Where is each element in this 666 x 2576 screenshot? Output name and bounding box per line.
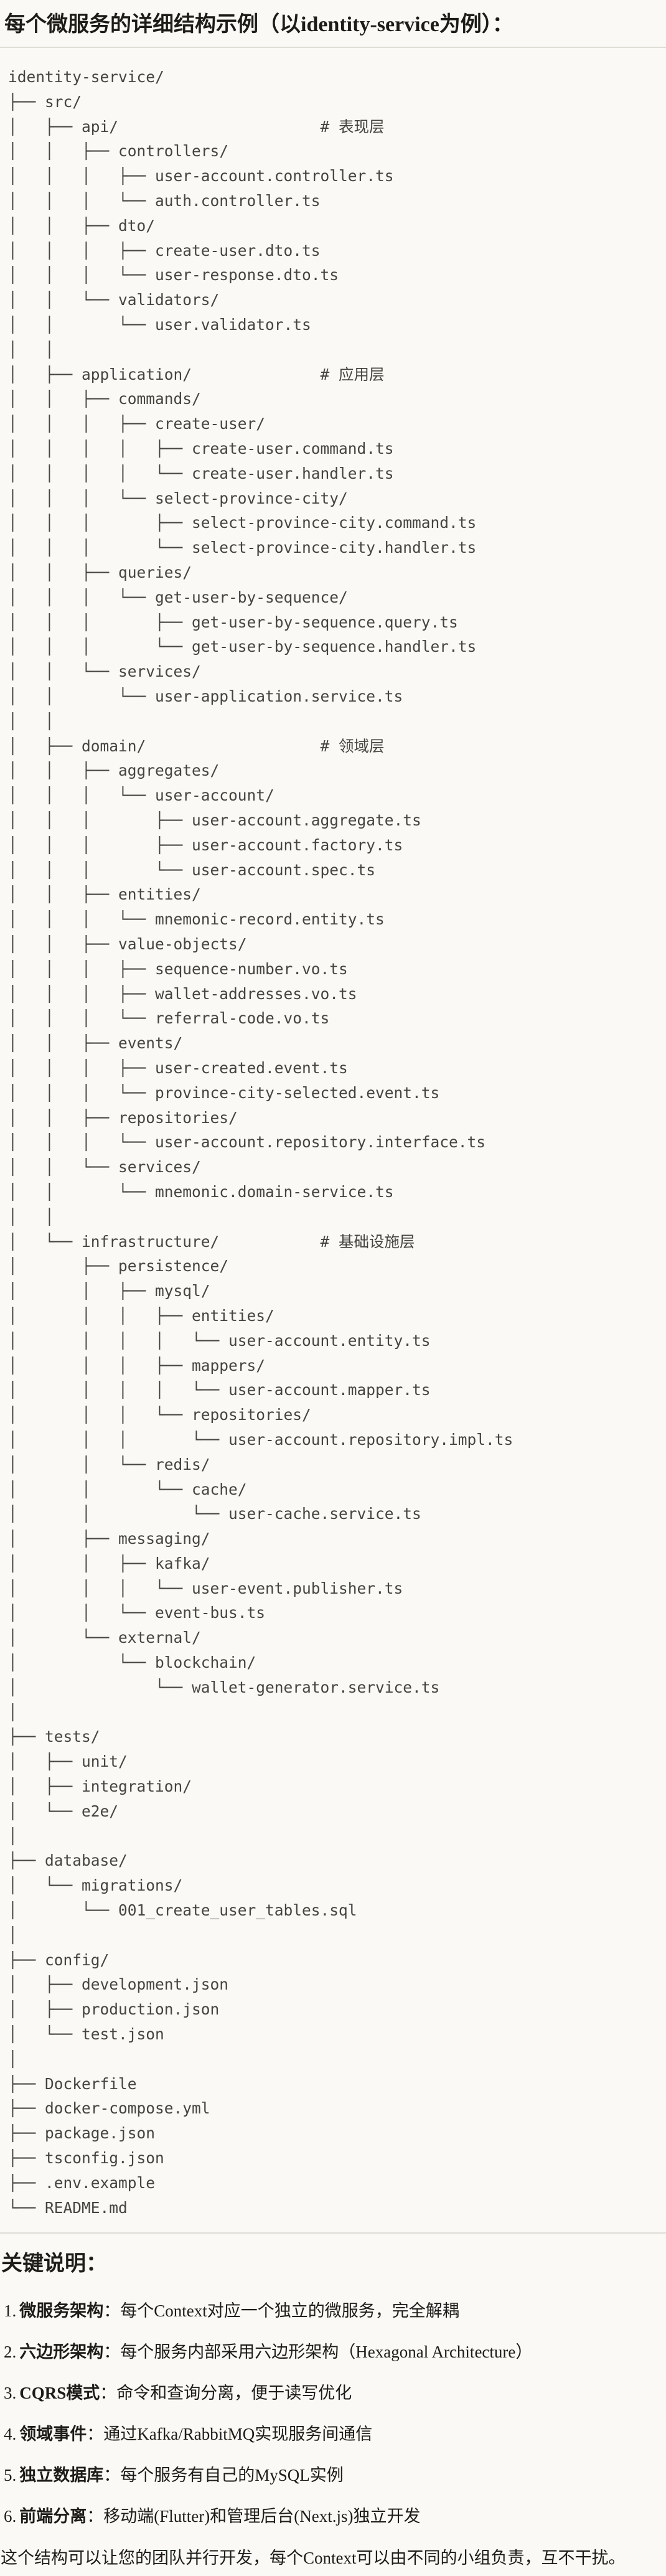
item-desc: ：移动端(Flutter)和管理后台(Next.js)独立开发 xyxy=(87,2507,421,2526)
list-item: 1.微服务架构：每个Context对应一个独立的微服务，完全解耦 xyxy=(4,2301,666,2321)
list-item: 6.前端分离：移动端(Flutter)和管理后台(Next.js)独立开发 xyxy=(4,2506,666,2527)
item-desc: ：每个Context对应一个独立的微服务，完全解耦 xyxy=(103,2301,459,2321)
item-number: 6. xyxy=(4,2507,17,2526)
item-desc: ：通过Kafka/RabbitMQ实现服务间通信 xyxy=(87,2425,373,2444)
item-term: 独立数据库 xyxy=(19,2466,104,2485)
item-number: 5. xyxy=(4,2466,17,2485)
directory-tree: identity-service/ ├── src/ │ ├── api/ # … xyxy=(8,68,514,2217)
item-term: CQRS模式 xyxy=(19,2384,100,2403)
closing-paragraph: 这个结构可以让您的团队并行开发，每个Context可以由不同的小组负责，互不干扰… xyxy=(1,2549,626,2568)
item-number: 1. xyxy=(4,2301,17,2321)
page-title: 每个微服务的详细结构示例（以identity-service为例）： xyxy=(4,13,514,36)
item-desc: ：命令和查询分离，便于读写优化 xyxy=(100,2384,352,2403)
item-term: 六边形架构 xyxy=(19,2343,104,2362)
item-number: 4. xyxy=(4,2425,17,2444)
list-item: 3.CQRS模式：命令和查询分离，便于读写优化 xyxy=(4,2383,666,2404)
list-item: 2.六边形架构：每个服务内部采用六边形架构（Hexagonal Architec… xyxy=(4,2342,666,2362)
item-number: 2. xyxy=(4,2343,17,2362)
list-item: 4.领域事件：通过Kafka/RabbitMQ实现服务间通信 xyxy=(4,2424,666,2445)
item-term: 前端分离 xyxy=(19,2507,87,2526)
item-desc: ：每个服务内部采用六边形架构（Hexagonal Architecture） xyxy=(103,2343,533,2362)
item-number: 3. xyxy=(4,2384,17,2403)
key-notes-heading: 关键说明： xyxy=(1,2252,107,2276)
item-term: 领域事件 xyxy=(19,2425,87,2444)
directory-tree-code-block: identity-service/ ├── src/ │ ├── api/ # … xyxy=(0,47,666,2234)
item-desc: ：每个服务有自己的MySQL实例 xyxy=(103,2466,344,2485)
key-notes-list: 1.微服务架构：每个Context对应一个独立的微服务，完全解耦 2.六边形架构… xyxy=(0,2301,666,2527)
item-term: 微服务架构 xyxy=(19,2301,104,2321)
list-item: 5.独立数据库：每个服务有自己的MySQL实例 xyxy=(4,2465,666,2486)
